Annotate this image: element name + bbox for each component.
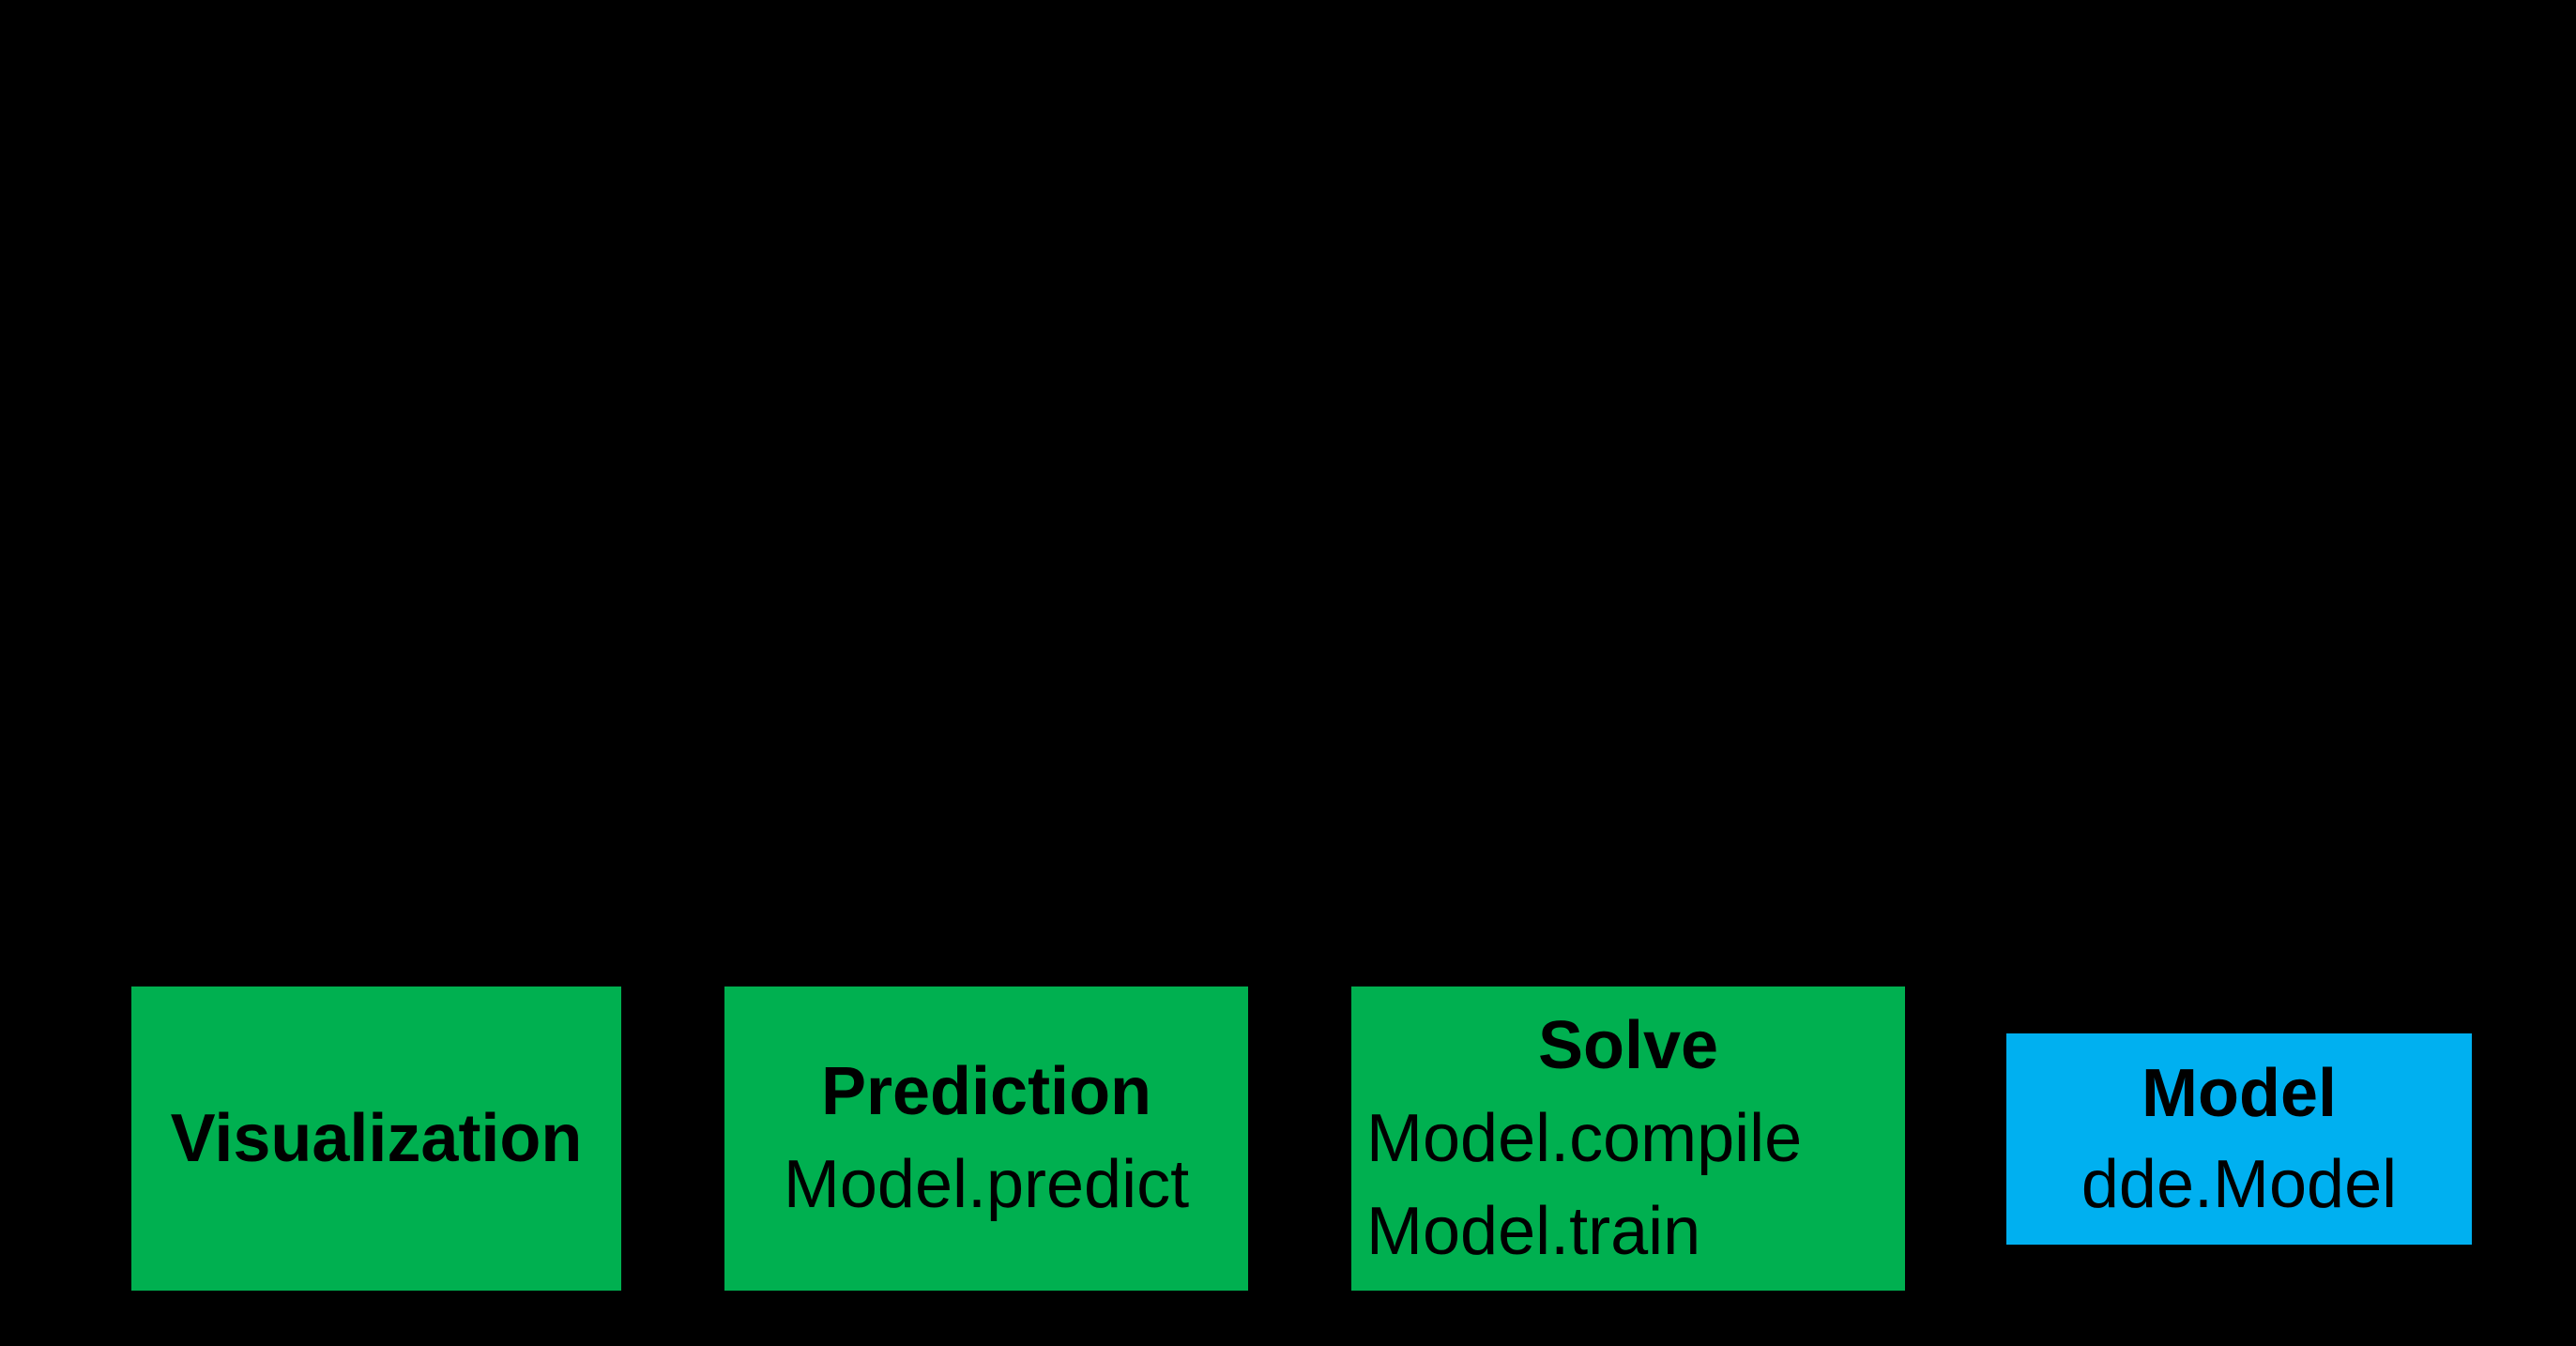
solve-method-compile: Model.compile <box>1366 1100 1803 1176</box>
visualization-box: Visualization <box>131 987 621 1291</box>
model-method: dde.Model <box>2081 1146 2398 1222</box>
solve-box: Solve Model.compile Model.train <box>1351 987 1905 1291</box>
solve-method-train: Model.train <box>1366 1193 1701 1269</box>
prediction-box: Prediction Model.predict <box>724 987 1248 1291</box>
model-box: Model dde.Model <box>2006 1033 2472 1245</box>
prediction-method: Model.predict <box>783 1147 1190 1222</box>
model-title: Model <box>2142 1055 2337 1131</box>
visualization-label: Visualization <box>170 1100 583 1176</box>
prediction-title: Prediction <box>820 1054 1152 1129</box>
solve-title: Solve <box>1537 1007 1719 1083</box>
